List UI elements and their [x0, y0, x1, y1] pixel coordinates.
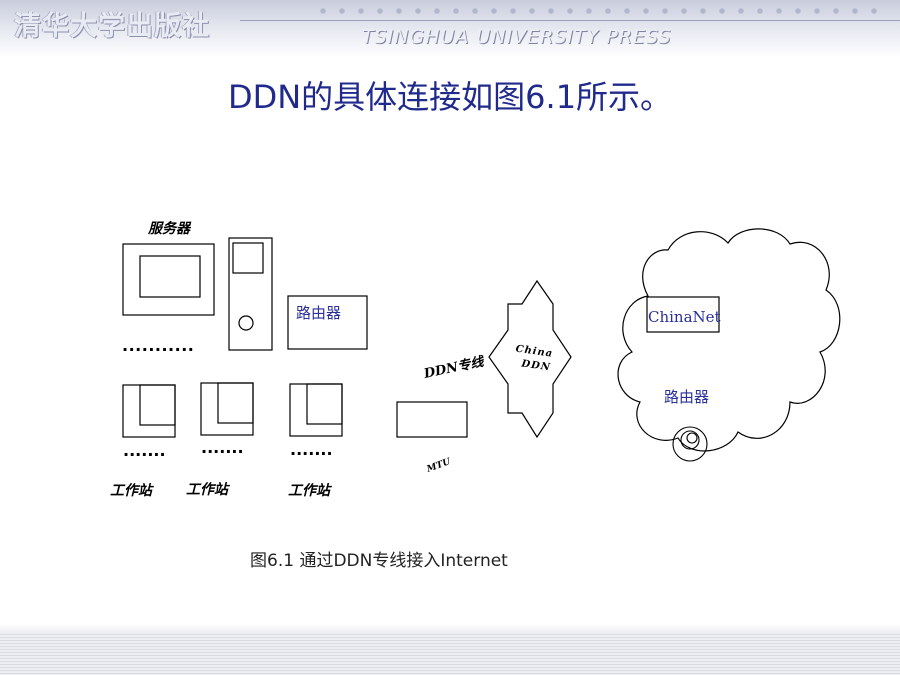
- server-tower: [228, 237, 273, 351]
- china-ddn-label-line2: DDN: [520, 358, 552, 373]
- workstation-2-label: 工作站: [186, 481, 231, 498]
- cloud-router-icon: [672, 426, 708, 462]
- workstation-1-label: 工作站: [110, 482, 155, 499]
- router-label: 路由器: [296, 304, 341, 322]
- workstation-2: [200, 382, 254, 436]
- china-ddn-label-line1: China: [515, 344, 554, 360]
- publisher-name-en: TSINGHUA UNIVERSITY PRESS: [362, 26, 672, 48]
- server-monitor: [122, 243, 215, 316]
- workstation-1: [122, 384, 176, 438]
- mtu-label: MTU: [425, 457, 453, 476]
- workstation-3: [289, 383, 343, 437]
- workstation-1-dots: .......: [123, 441, 166, 460]
- internet-cloud: [617, 228, 841, 452]
- chinanet-box: [646, 296, 720, 333]
- chinanet-label: ChinaNet: [648, 308, 721, 326]
- workstation-2-dots: .......: [201, 438, 244, 457]
- figure-caption: 图6.1 通过DDN专线接入Internet: [250, 551, 508, 571]
- ddn-line-label: DDN专线: [422, 353, 487, 382]
- slide-title: DDN的具体连接如图6.1所示。: [227, 78, 673, 116]
- workstation-3-dots: .......: [290, 440, 333, 459]
- footer-band: [0, 632, 900, 675]
- publisher-name-cn: 清华大学出版社: [14, 11, 210, 42]
- server-label: 服务器: [147, 220, 192, 237]
- router-box: [287, 295, 368, 350]
- server-dots: ...........: [122, 336, 194, 355]
- china-ddn-node: [488, 279, 572, 439]
- workstation-3-label: 工作站: [288, 482, 333, 499]
- cloud-router-label: 路由器: [664, 388, 709, 406]
- header-dots: [318, 6, 888, 16]
- mtu-box: [396, 401, 468, 438]
- header-line: [240, 20, 900, 21]
